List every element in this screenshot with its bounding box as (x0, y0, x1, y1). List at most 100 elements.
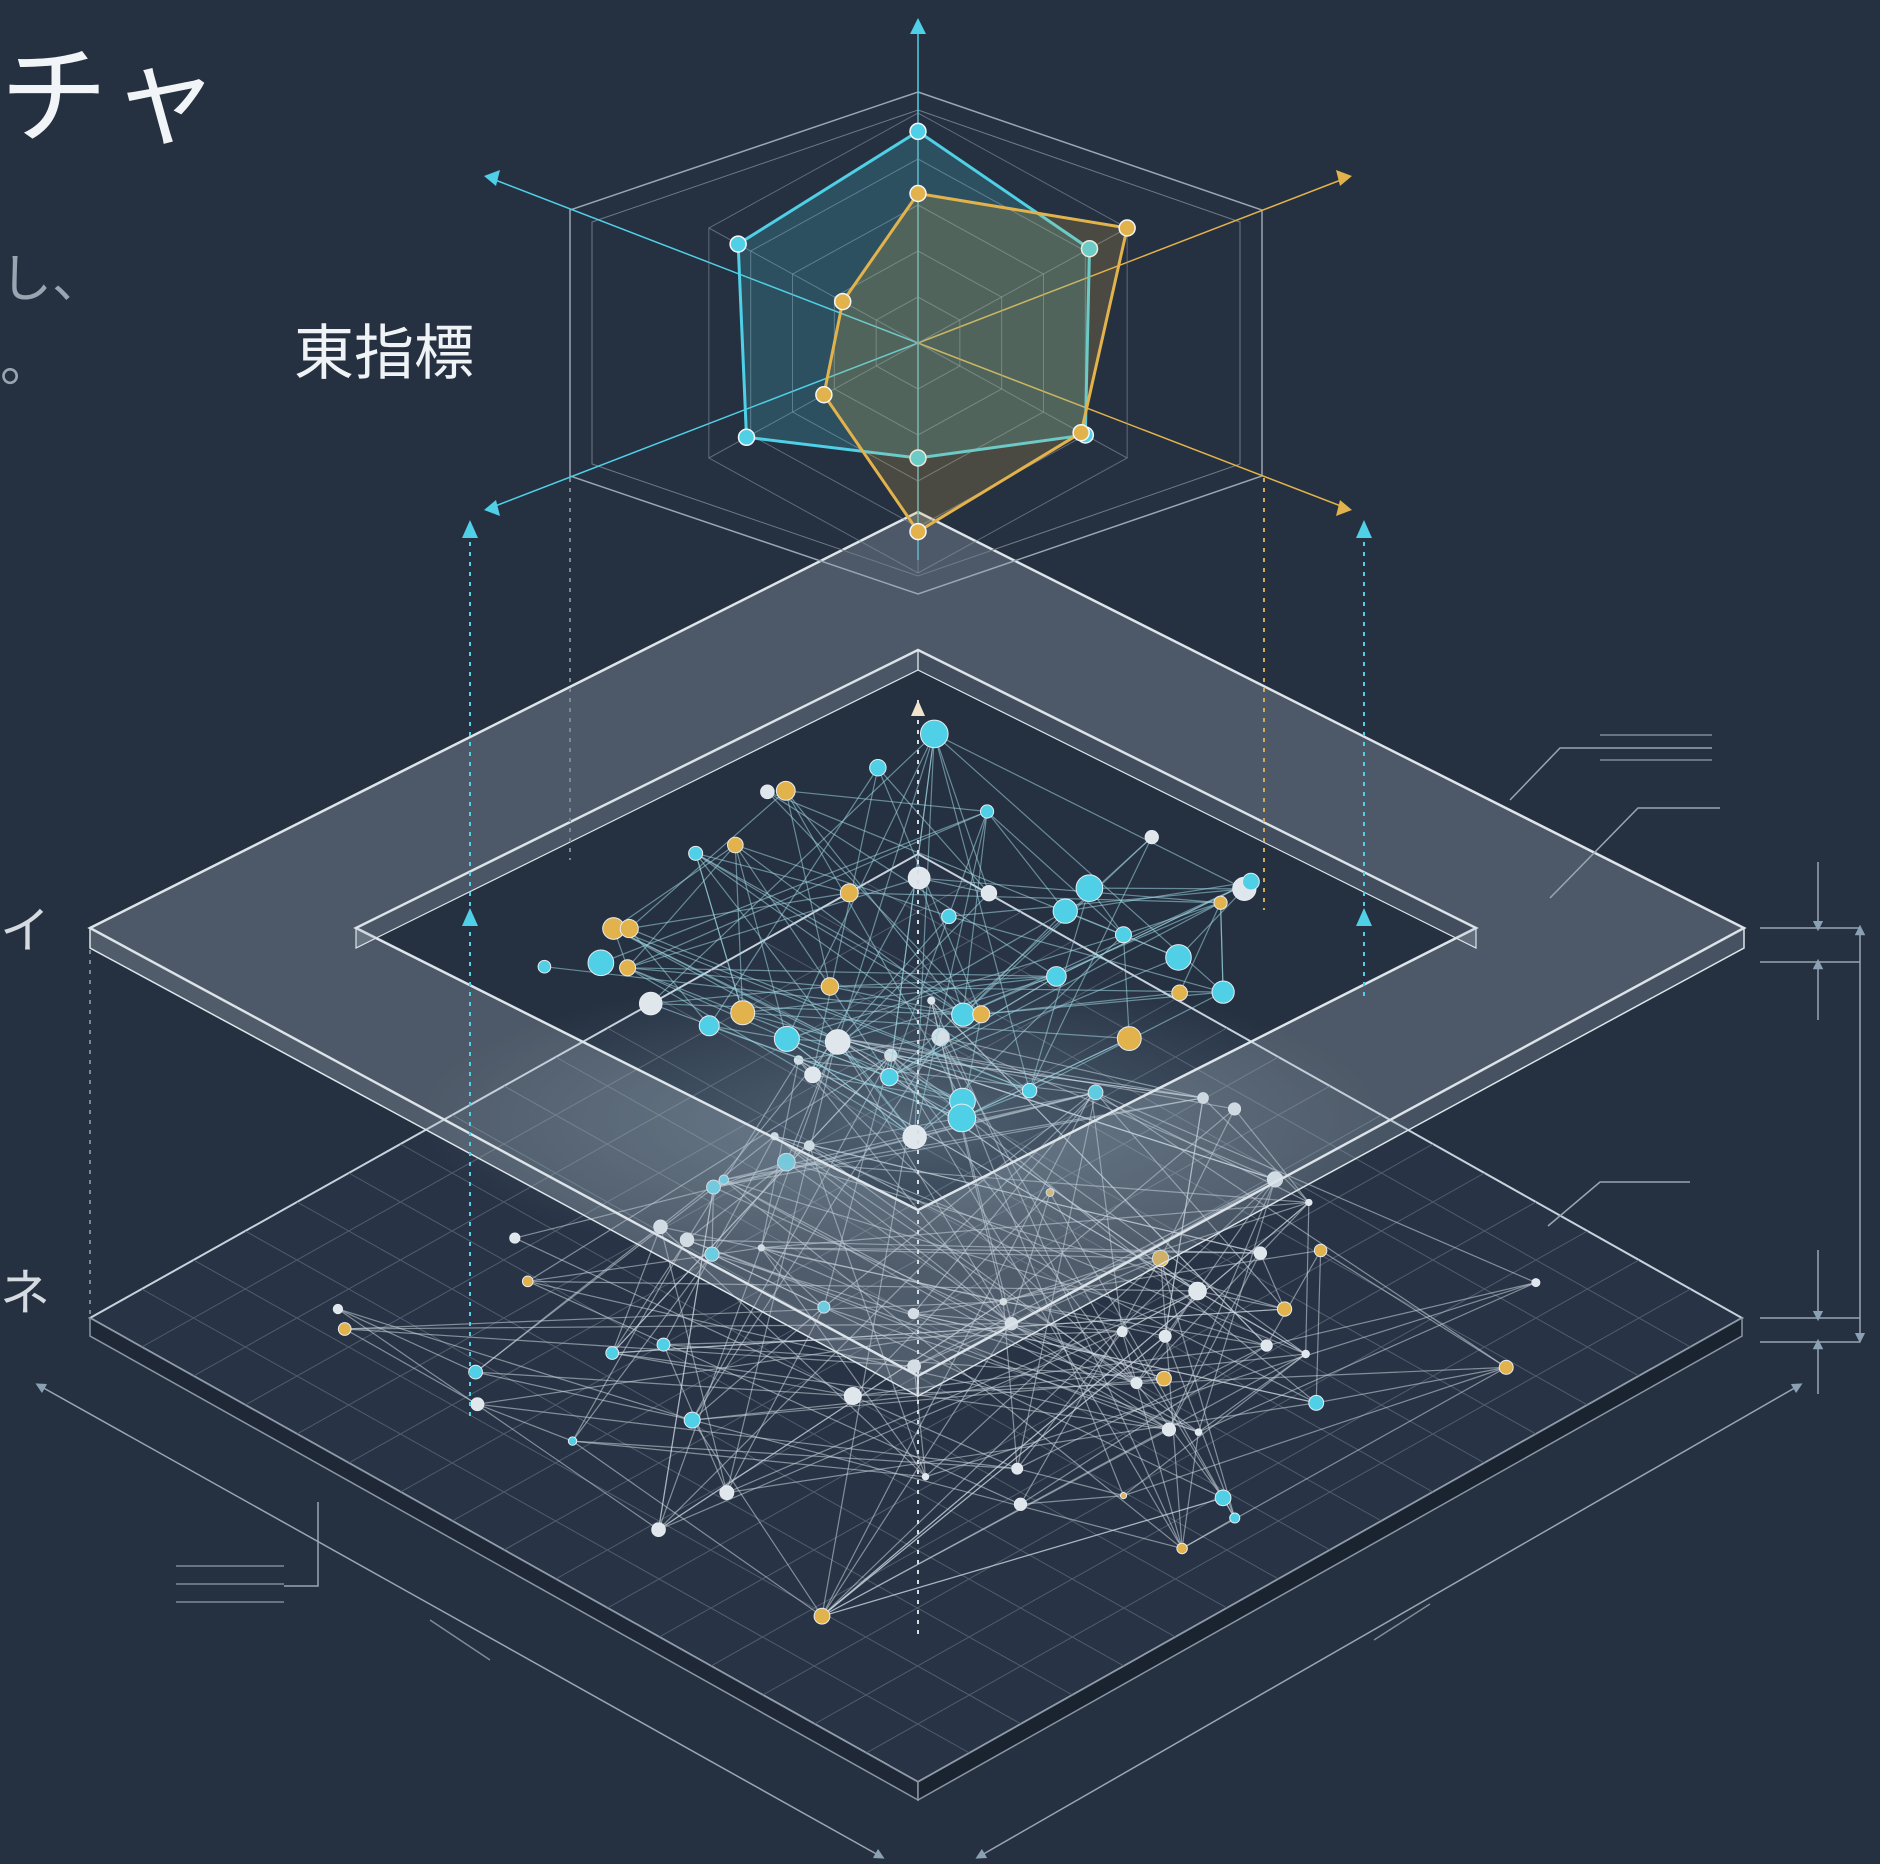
network-edge (888, 811, 988, 1078)
network-edge (786, 1038, 915, 1138)
network-node (843, 1387, 862, 1406)
radar-point (1072, 423, 1090, 442)
network-edge (695, 852, 850, 894)
network-node (824, 1029, 851, 1055)
network-node (804, 1066, 821, 1084)
glass-frame-edge (917, 926, 1745, 1398)
glass-haze (420, 970, 1380, 1270)
network-edge (337, 1308, 476, 1373)
network-node (698, 1015, 720, 1037)
network-node (902, 1124, 927, 1150)
arrow-up-marker (911, 700, 925, 716)
network-node (907, 866, 931, 890)
network-edge (785, 790, 831, 987)
network-edge (766, 791, 982, 1015)
network-edge (919, 877, 1221, 904)
network-node (619, 959, 637, 977)
network-edge (889, 902, 1221, 1078)
network-edge (735, 844, 950, 917)
network-edge (849, 892, 1221, 904)
network-edge (1315, 1250, 1322, 1403)
network-node (1188, 1281, 1207, 1301)
network-node (638, 991, 663, 1016)
network-node (951, 1002, 976, 1027)
network-node (1011, 1462, 1024, 1475)
network-node (1276, 1301, 1293, 1317)
network-node (1052, 898, 1078, 924)
network-node (1165, 944, 1192, 971)
network-edge (742, 1012, 1130, 1040)
radar-chart (484, 30, 1352, 595)
edge-text-fragment-1: イ (0, 902, 50, 960)
network-edge (734, 844, 788, 1040)
edge-text-fragment-2: ネ (0, 1264, 50, 1322)
middle-network (537, 719, 1260, 1150)
network-node (1075, 874, 1104, 902)
network-edge (925, 1258, 1161, 1478)
network-edge (613, 927, 838, 1043)
network-edge (612, 1308, 1285, 1354)
network-node (332, 1303, 344, 1315)
network-node (1253, 1246, 1268, 1260)
network-node (587, 949, 615, 977)
arrow-up-marker (1356, 520, 1372, 538)
network-node (1305, 1198, 1313, 1207)
network-edge (829, 985, 1224, 993)
network-edge (888, 836, 1153, 1078)
network-node (651, 1522, 666, 1538)
network-edge (1219, 902, 1224, 993)
network-node (1213, 895, 1228, 910)
network-node (656, 1337, 671, 1352)
network-node (337, 1322, 352, 1336)
network-node (1144, 829, 1159, 845)
network-edge (913, 1366, 927, 1477)
network-node (1313, 1243, 1328, 1258)
network-node (470, 1397, 485, 1412)
network-edge (760, 1247, 927, 1478)
network-node (730, 1000, 756, 1026)
network-edge (986, 811, 1124, 936)
network-edge (933, 733, 990, 894)
arrow-marker (1336, 500, 1352, 516)
network-edge (711, 1253, 1137, 1384)
network-node (999, 1297, 1008, 1306)
network-edge (837, 975, 1057, 1043)
network-edge (613, 927, 1030, 1092)
network-edge (629, 928, 1030, 1092)
radar-axis-line (489, 177, 919, 344)
network-edge (914, 811, 988, 1138)
network-edge (1122, 934, 1130, 1039)
network-edge (695, 852, 916, 1138)
network-node (1158, 1329, 1172, 1343)
network-edge (627, 967, 915, 1138)
radar-label: 東指標 (294, 319, 474, 389)
radar-point (909, 449, 927, 467)
network-edge (600, 810, 988, 964)
network-node (683, 1411, 701, 1429)
network-node (605, 1346, 620, 1360)
radar-point (729, 235, 747, 253)
network-edge (1003, 1257, 1161, 1303)
network-edge (1197, 1290, 1285, 1310)
network-edge (734, 845, 744, 1013)
network-node (1194, 1428, 1203, 1436)
network-node (688, 845, 704, 861)
network-edge (1179, 902, 1222, 994)
network-node (817, 1300, 831, 1314)
network-node (1119, 1492, 1128, 1500)
network-node (813, 1607, 831, 1625)
network-edge (837, 915, 950, 1043)
network-node (773, 1025, 800, 1052)
network-edge (785, 790, 963, 1102)
network-node (1214, 1489, 1232, 1507)
network-edge (962, 836, 1153, 1016)
network-edge (628, 928, 710, 1027)
network-edge (1259, 1252, 1286, 1310)
network-edge (811, 767, 879, 1075)
network-node (1114, 926, 1132, 944)
network-edge (962, 881, 1252, 1016)
glass-inner-lip (917, 649, 1477, 949)
network-node (1242, 872, 1260, 891)
arrow-up-marker (462, 908, 478, 926)
network-node (921, 1473, 930, 1481)
